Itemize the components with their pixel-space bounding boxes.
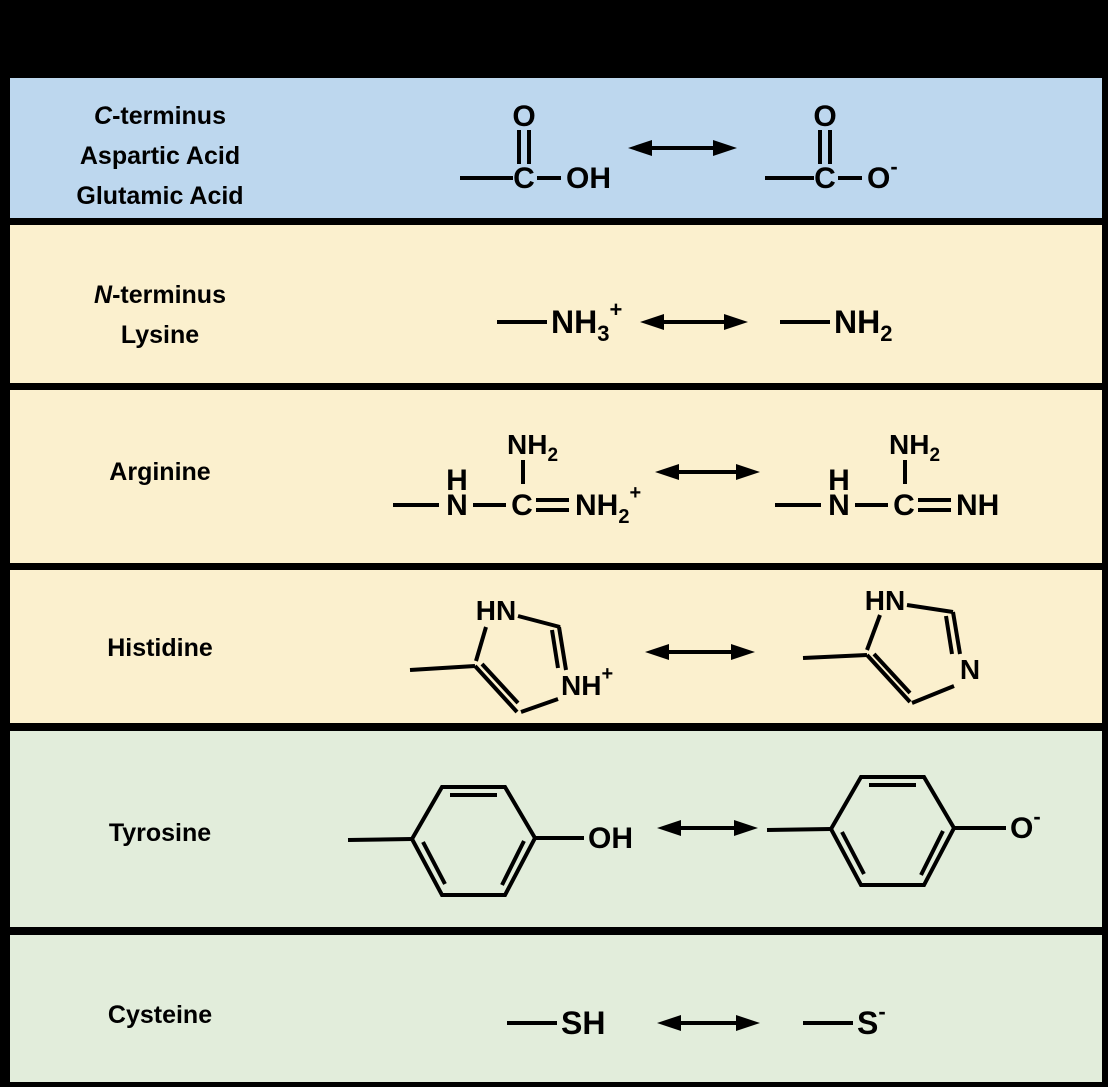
equilibrium-arrow [645, 644, 755, 660]
atom-hn: HN [865, 585, 905, 616]
label-line: Lysine [120, 321, 200, 349]
thiol-protonated: SH [507, 1005, 605, 1041]
atom-oh: OH [588, 822, 633, 855]
phenolate-deprotonated: O- [766, 775, 1041, 887]
guanidine-deprotonated: NH2 H N C NH [775, 429, 999, 522]
atom-hn: HN [476, 595, 516, 626]
atom-n: N [446, 489, 468, 522]
guanidinium-protonated: NH2 H N C NH2+ [393, 429, 641, 528]
imidazole-deprotonated: HN N [802, 585, 980, 705]
label-line: N-terminus [94, 281, 226, 309]
label-line: Glutamic Acid [76, 182, 244, 210]
atom-oh: OH [566, 162, 611, 195]
amine-structure-svg: NH3+ NH2 [497, 297, 892, 346]
equilibrium-arrow [657, 820, 758, 836]
amine-deprotonated: NH2 [780, 304, 892, 346]
atom-h: H [446, 464, 468, 497]
label-line: Histidine [107, 634, 213, 662]
phenol-protonated: OH [347, 785, 633, 897]
atom-sh: SH [561, 1005, 605, 1041]
atom-n: N [960, 654, 980, 685]
label-line: Tyrosine [108, 819, 212, 847]
atom-c: C [893, 489, 915, 522]
label-line: C-terminus [94, 102, 226, 130]
label-line: Aspartic Acid [79, 142, 241, 170]
row-label-cysteine: Cysteine [10, 995, 310, 1035]
equilibrium-arrow [628, 140, 737, 156]
row-histidine: Histidine HN NH+ HN [10, 570, 1102, 723]
equilibrium-arrow [655, 464, 760, 480]
atom-h: H [828, 464, 850, 497]
atom-nh: NH [956, 489, 999, 522]
thiolate-deprotonated: S- [803, 999, 886, 1041]
atom-o: O [512, 100, 535, 133]
row-carboxyl: C-terminus Aspartic Acid Glutamic Acid C… [10, 78, 1102, 218]
row-label-amine: N-terminus Lysine [10, 275, 310, 355]
atom-n: N [828, 489, 850, 522]
row-label-histidine: Histidine [10, 628, 310, 668]
atom-o-minus: O- [867, 154, 898, 195]
carboxyl-structure-svg: C O OH C O O- [460, 100, 898, 195]
atom-nh2-top: NH2 [507, 429, 558, 466]
atom-c: C [513, 162, 535, 195]
label-line: Cysteine [107, 1001, 213, 1029]
atom-nh2: NH2 [834, 304, 892, 346]
row-label-arginine: Arginine [10, 452, 310, 492]
label-line: Arginine [109, 458, 211, 486]
atom-nh3-plus: NH3+ [551, 297, 622, 346]
atom-o: O [813, 100, 836, 133]
atom-c: C [511, 489, 533, 522]
atom-nh2-plus: NH2+ [575, 482, 641, 528]
atom-nh2-top: NH2 [889, 429, 940, 466]
atom-o-minus: O- [1010, 804, 1041, 845]
atom-s-minus: S- [857, 999, 886, 1041]
row-cysteine: Cysteine SH S- [10, 935, 1102, 1082]
ammonium-protonated: NH3+ [497, 297, 622, 346]
equilibrium-arrow [640, 314, 748, 330]
histidine-structure-svg: HN NH+ HN N [409, 585, 980, 714]
atom-c: C [814, 162, 836, 195]
equilibrium-arrow [657, 1015, 760, 1031]
carboxylate-deprotonated: C O O- [765, 100, 898, 195]
row-amine: N-terminus Lysine NH3+ NH2 [10, 225, 1102, 383]
row-label-tyrosine: Tyrosine [10, 813, 310, 853]
arginine-structure-svg: NH2 H N C NH2+ NH2 H N [393, 429, 999, 528]
imidazolium-protonated: HN NH+ [409, 595, 613, 714]
tyrosine-structure-svg: OH O- [347, 775, 1041, 897]
carboxylic-acid-protonated: C O OH [460, 100, 611, 195]
atom-nh-plus: NH+ [561, 663, 613, 701]
cysteine-structure-svg: SH S- [507, 999, 886, 1041]
row-tyrosine: Tyrosine OH [10, 731, 1102, 927]
row-arginine: Arginine NH2 H N C NH2+ NH2 [10, 390, 1102, 563]
row-label-carboxyl: C-terminus Aspartic Acid Glutamic Acid [10, 96, 310, 216]
